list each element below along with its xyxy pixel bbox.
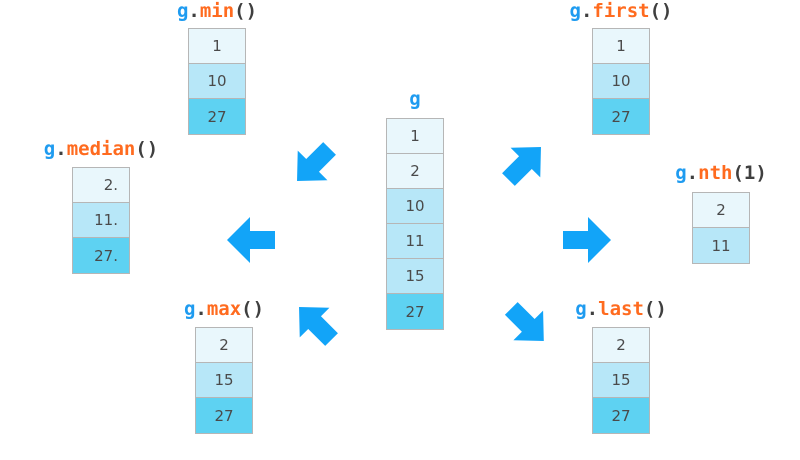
table-last: 2 15 27 (592, 327, 650, 434)
table-source: 1 2 10 11 15 27 (386, 118, 444, 330)
table-row: 1 (189, 29, 245, 64)
label-last-parens: () (643, 298, 667, 320)
label-nth: g.nth(1) (661, 164, 781, 183)
label-median-method: median (66, 138, 136, 160)
label-median-var: g (43, 138, 56, 160)
arrow-up-left-icon (288, 136, 340, 192)
table-row: 2 (693, 193, 749, 228)
table-row: 11. (73, 203, 129, 238)
label-nth-arg: (1) (732, 162, 767, 184)
table-row: 11 (693, 228, 749, 263)
group-nth: g.nth(1) 2 11 (661, 164, 781, 264)
table-max: 2 15 27 (195, 327, 253, 434)
label-max-dot: . (195, 298, 207, 320)
table-first: 1 10 27 (592, 28, 650, 135)
table-row: 2 (196, 328, 252, 363)
table-row: 27 (593, 398, 649, 433)
arrow-right-icon (560, 212, 614, 268)
table-row: 27. (73, 238, 129, 273)
arrow-left-icon (224, 212, 278, 268)
label-max-var: g (183, 298, 196, 320)
group-source: g 1 2 10 11 15 27 (355, 90, 475, 330)
label-median-dot: . (55, 138, 67, 160)
label-first-method: first (592, 0, 650, 22)
table-row: 11 (387, 224, 443, 259)
table-row: 1 (387, 119, 443, 154)
table-row: 2. (73, 168, 129, 203)
label-first-parens: () (649, 0, 673, 22)
label-median: g.median() (36, 140, 166, 159)
arrow-down-left-icon (290, 296, 342, 352)
label-last-method: last (598, 298, 644, 320)
label-source: g (355, 90, 475, 109)
label-min-var: g (176, 0, 189, 22)
table-row: 2 (593, 328, 649, 363)
table-row: 15 (593, 363, 649, 398)
arrow-up-right-icon (498, 136, 550, 192)
label-median-parens: () (135, 138, 159, 160)
table-row: 2 (387, 154, 443, 189)
label-last: g.last() (560, 300, 682, 319)
table-nth: 2 11 (692, 192, 750, 264)
label-nth-var: g (675, 162, 687, 184)
group-median: g.median() 2. 11. 27. (36, 140, 166, 274)
table-min: 1 10 27 (188, 28, 246, 135)
label-source-var: g (409, 88, 421, 110)
group-last: g.last() 2 15 27 (560, 300, 682, 434)
table-row: 1 (593, 29, 649, 64)
table-row: 10 (189, 64, 245, 99)
group-max: g.max() 2 15 27 (163, 300, 285, 434)
label-min-method: min (199, 0, 235, 22)
label-nth-dot: . (686, 162, 699, 184)
label-last-dot: . (586, 298, 599, 320)
label-max-parens: () (241, 298, 265, 320)
table-row: 27 (196, 398, 252, 433)
table-row: 27 (387, 294, 443, 329)
label-nth-method: nth (698, 162, 733, 184)
table-row: 15 (196, 363, 252, 398)
table-row: 10 (593, 64, 649, 99)
label-max-method: max (206, 298, 242, 320)
label-min: g.min() (156, 2, 278, 21)
label-last-var: g (575, 298, 587, 320)
arrow-down-right-icon (498, 296, 550, 352)
label-min-parens: () (234, 0, 258, 22)
table-median: 2. 11. 27. (72, 167, 130, 274)
label-first-var: g (569, 0, 581, 22)
label-first: g.first() (560, 2, 682, 21)
table-row: 27 (189, 99, 245, 134)
label-min-dot: . (188, 0, 200, 22)
label-first-dot: . (580, 0, 593, 22)
table-row: 10 (387, 189, 443, 224)
group-first: g.first() 1 10 27 (560, 2, 682, 135)
group-min: g.min() 1 10 27 (156, 2, 278, 135)
table-row: 27 (593, 99, 649, 134)
label-max: g.max() (163, 300, 285, 319)
table-row: 15 (387, 259, 443, 294)
